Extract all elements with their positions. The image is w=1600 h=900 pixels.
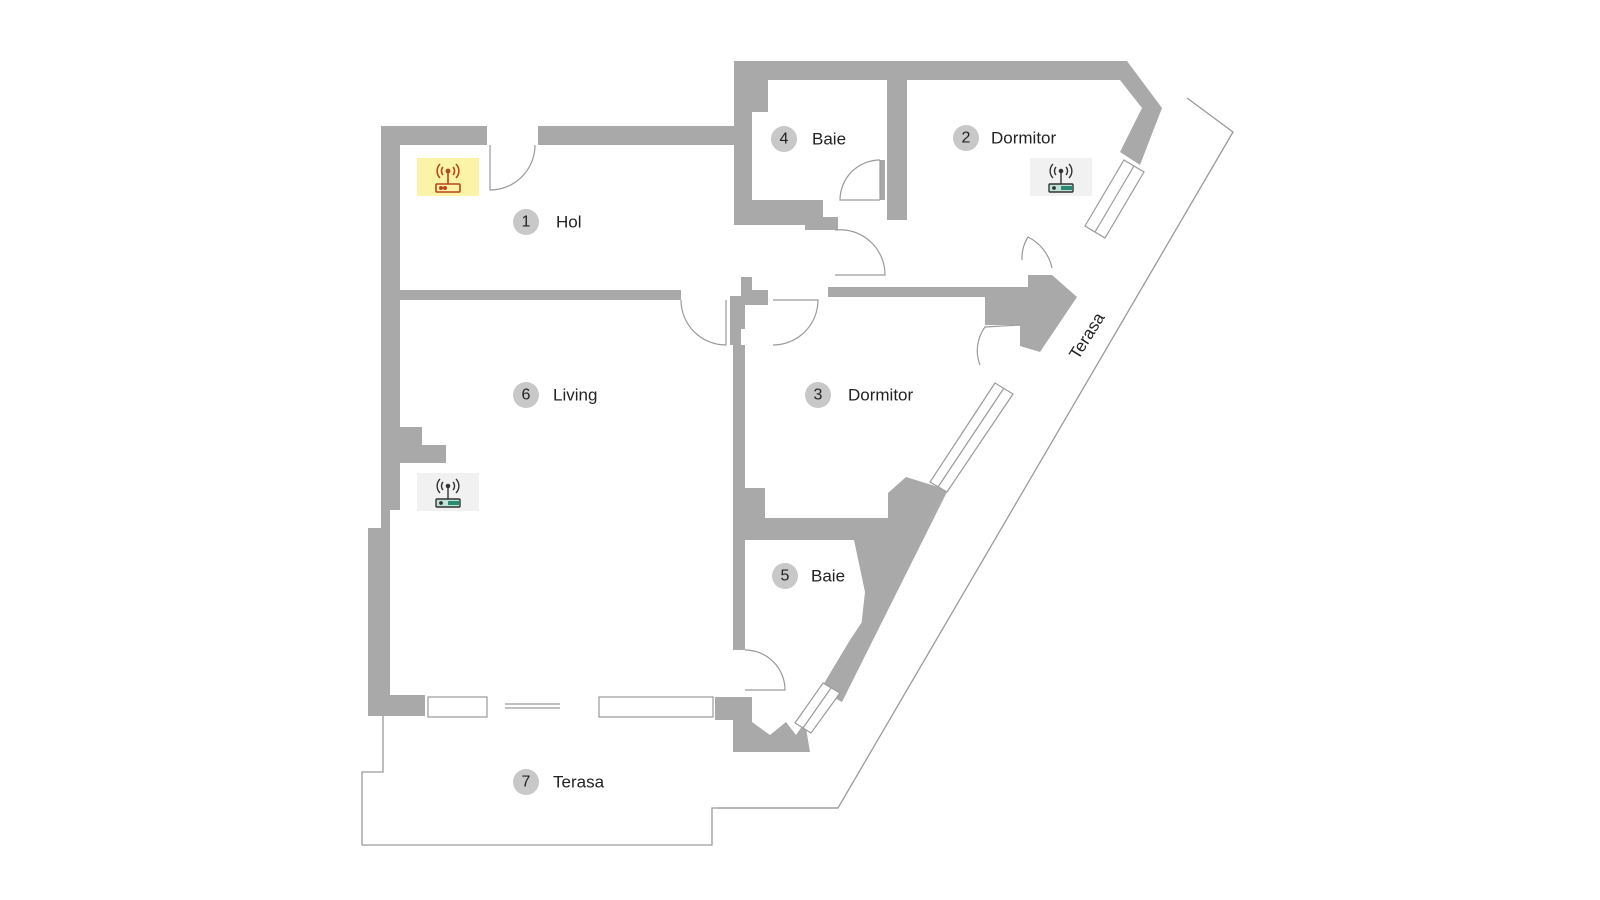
windows (427, 159, 1145, 734)
room-1: 1 Hol (513, 209, 582, 235)
room-number: 4 (780, 131, 789, 148)
room-label: Dormitor (991, 129, 1057, 148)
room-number-badge (805, 382, 831, 408)
router-dormitor (1030, 158, 1092, 196)
room-2: 2 Dormitor (953, 125, 1057, 151)
room-label: Hol (556, 213, 582, 232)
room-label: Baie (811, 567, 845, 586)
doors (489, 144, 1053, 691)
room-number: 2 (962, 130, 971, 147)
room-5: 5 Baie (772, 563, 845, 589)
room-7: 7 Terasa (513, 769, 605, 795)
room-number: 5 (781, 568, 790, 585)
wifi-router-icon (435, 163, 461, 193)
room-number-badge (513, 769, 539, 795)
terrace-outlines (361, 97, 1234, 846)
room-label: Baie (812, 130, 846, 149)
room-number: 6 (522, 387, 531, 404)
walls (368, 61, 1162, 752)
room-3: 3 Dormitor (805, 382, 914, 408)
room-number-badge (513, 382, 539, 408)
room-number-badge (771, 126, 797, 152)
wifi-router-icon (435, 478, 461, 508)
room-label: Terasa (553, 773, 605, 792)
room-4: 4 Baie (771, 126, 846, 152)
room-number-badge (513, 209, 539, 235)
router-hol (417, 158, 479, 196)
room-number-badge (772, 563, 798, 589)
room-number-badge (953, 125, 979, 151)
room-label: Dormitor (848, 386, 914, 405)
wifi-router-icon (1048, 163, 1074, 193)
room-label: Living (553, 386, 597, 405)
room-6: 6 Living (513, 382, 597, 408)
room-number: 7 (522, 774, 531, 791)
room-number: 3 (814, 387, 823, 404)
room-number: 1 (522, 214, 531, 231)
router-living (417, 473, 479, 511)
